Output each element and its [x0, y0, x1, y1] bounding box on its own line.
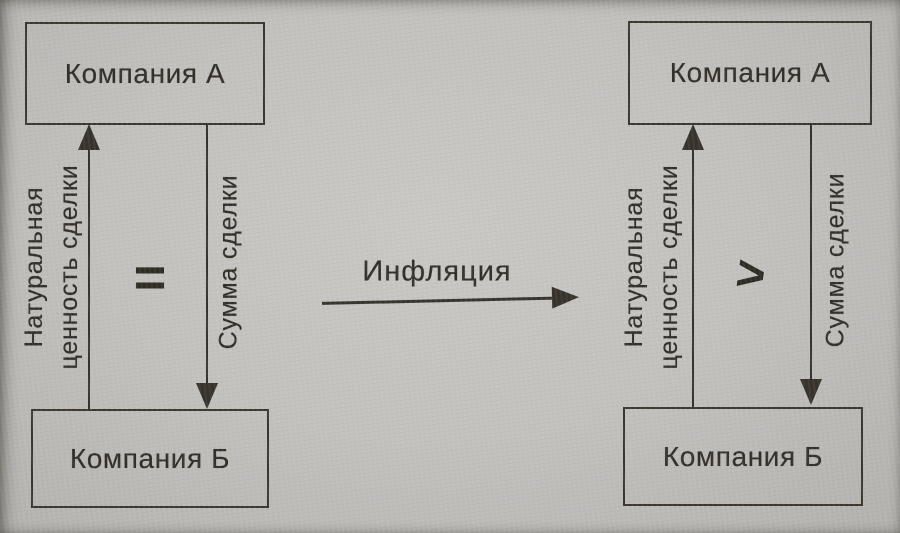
left-company-b-box: Компания Б [31, 409, 269, 508]
right-sum-arrow-line [810, 123, 812, 381]
inflation-arrow [322, 286, 580, 314]
right-relation-greater-symbol: > [732, 244, 770, 304]
left-arrowhead-up-icon [78, 124, 100, 150]
right-natural-value-arrow-line [692, 147, 694, 407]
right-arrowhead-down-icon [800, 379, 822, 405]
left-company-a-label: Компания А [64, 57, 226, 89]
left-company-b-label: Компания Б [69, 442, 231, 474]
inflation-arrow-line [322, 296, 557, 305]
right-company-b-label: Компания Б [662, 440, 824, 472]
inflation-label: Инфляция [362, 255, 512, 288]
right-company-a-label: Компания А [669, 57, 831, 88]
left-sum-arrow-line [206, 123, 208, 385]
left-relation-equals-symbol: = [133, 245, 167, 309]
left-sum-label: Сумма сделки [214, 174, 243, 350]
inflation-arrowhead-right-icon [551, 286, 580, 309]
right-natural-value-label-line1: Натуральная [620, 186, 648, 348]
left-natural-value-arrow-line [88, 147, 90, 409]
right-natural-value-label-line2: ценность сделки [655, 164, 683, 370]
right-sum-label: Сумма сделки [821, 172, 850, 348]
left-company-a-box: Компания А [25, 22, 265, 125]
left-arrowhead-down-icon [196, 383, 218, 409]
right-company-a-box: Компания А [628, 21, 872, 125]
right-arrowhead-up-icon [682, 124, 704, 150]
left-natural-value-label: Натуральная ценность сделки [17, 164, 87, 369]
left-natural-value-label-line1: Натуральная [20, 186, 48, 348]
right-natural-value-label: Натуральная ценность сделки [617, 164, 687, 369]
right-company-b-box: Компания Б [623, 407, 863, 506]
left-natural-value-label-line2: ценность сделки [55, 164, 83, 370]
